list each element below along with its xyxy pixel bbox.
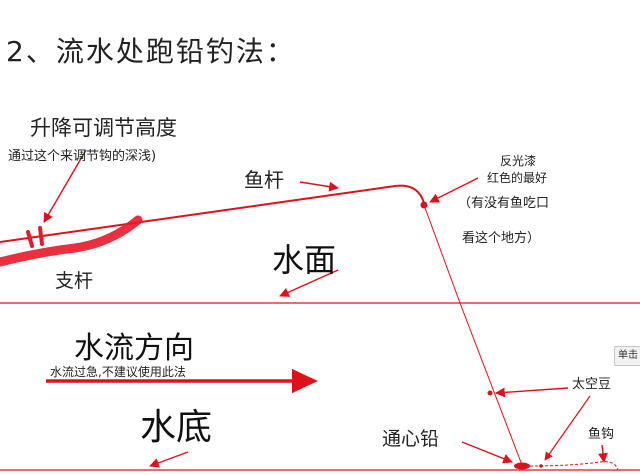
label-sinker: 通心铅 xyxy=(382,428,440,450)
fishing-line xyxy=(423,204,523,466)
label-red-best: 红色的最好 xyxy=(487,171,548,185)
page-title: 2、流水处跑铅钓法： xyxy=(6,35,296,68)
arrow-bottom xyxy=(149,451,189,468)
label-flow-direction: 水流方向 xyxy=(74,331,194,366)
flow-arrow-head xyxy=(296,371,318,391)
label-bite-note-1: （有没有鱼吃口 xyxy=(458,196,550,211)
label-space-bean: 太空豆 xyxy=(572,377,612,392)
sinker xyxy=(514,462,530,470)
arrow-space-bean xyxy=(495,387,569,398)
arrow-tip xyxy=(429,177,479,203)
arrow-sinker xyxy=(461,441,513,464)
side-click-chip[interactable]: 单击 xyxy=(614,346,640,366)
space-bean xyxy=(487,390,493,396)
arrow-rod xyxy=(299,181,339,192)
hook-knot xyxy=(539,464,543,468)
label-flow-note: 水流过急,不建议使用此法 xyxy=(50,365,186,379)
label-adjust-note: 通过这个来调节钩的深浅) xyxy=(8,149,157,164)
label-hook: 鱼钩 xyxy=(588,427,615,442)
fishing-rod xyxy=(0,184,425,243)
arrow-space-bean-2 xyxy=(544,395,591,461)
arrow-adjust xyxy=(43,149,87,223)
label-adjust-height: 升降可调节高度 xyxy=(30,116,177,140)
arrow-rod-holder xyxy=(279,269,339,297)
adjust-clip xyxy=(26,226,44,248)
label-bottom: 水底 xyxy=(140,407,213,448)
label-rod: 鱼杆 xyxy=(244,168,284,192)
hook-leader xyxy=(529,461,619,471)
label-bite-note-2: 看这个地方） xyxy=(462,231,541,246)
arrow-hook xyxy=(598,444,608,463)
adjust-highlight xyxy=(0,215,143,267)
label-rod-holder: 支杆 xyxy=(55,270,94,292)
label-water-surface: 水面 xyxy=(272,241,337,279)
label-reflective-tape: 反光漆 xyxy=(500,154,537,168)
